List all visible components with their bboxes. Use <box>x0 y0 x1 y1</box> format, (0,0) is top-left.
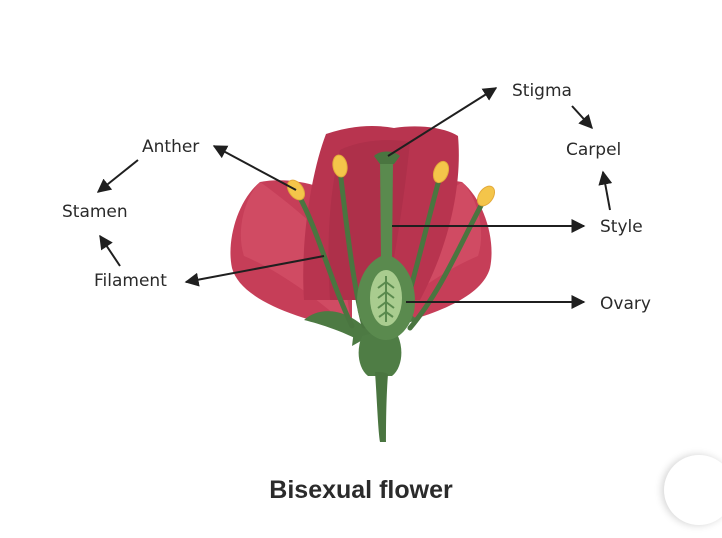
diagram-title: Bisexual flower <box>269 476 453 504</box>
label-anther: Anther <box>142 137 200 157</box>
label-style: Style <box>600 217 643 237</box>
anther-3 <box>432 160 450 184</box>
arrow-stigma <box>387 87 498 157</box>
label-stamen: Stamen <box>62 202 128 222</box>
filament-4 <box>407 197 487 331</box>
stigma-head <box>374 151 400 164</box>
stalk <box>375 372 388 442</box>
anthers <box>286 154 496 207</box>
label-filament: Filament <box>94 271 167 291</box>
filament-1 <box>295 191 355 329</box>
style-tube <box>380 160 393 262</box>
anther-2 <box>332 154 348 178</box>
arrow-anther <box>212 145 297 191</box>
receptacle <box>358 333 402 376</box>
edge-bubble <box>664 455 722 525</box>
arrow-anther-stamen <box>96 159 139 193</box>
pointer-arrows <box>96 87 613 309</box>
anther-4 <box>476 185 496 207</box>
ovules <box>377 276 395 322</box>
arrow-filament <box>184 255 325 287</box>
label-stigma: Stigma <box>512 81 572 101</box>
arrow-filament-stamen <box>99 234 121 267</box>
label-ovary: Ovary <box>600 294 651 314</box>
arrow-style-carpel <box>598 170 613 211</box>
arrow-stigma-carpel <box>571 105 593 130</box>
label-carpel: Carpel <box>566 140 622 160</box>
carpel <box>357 151 415 340</box>
